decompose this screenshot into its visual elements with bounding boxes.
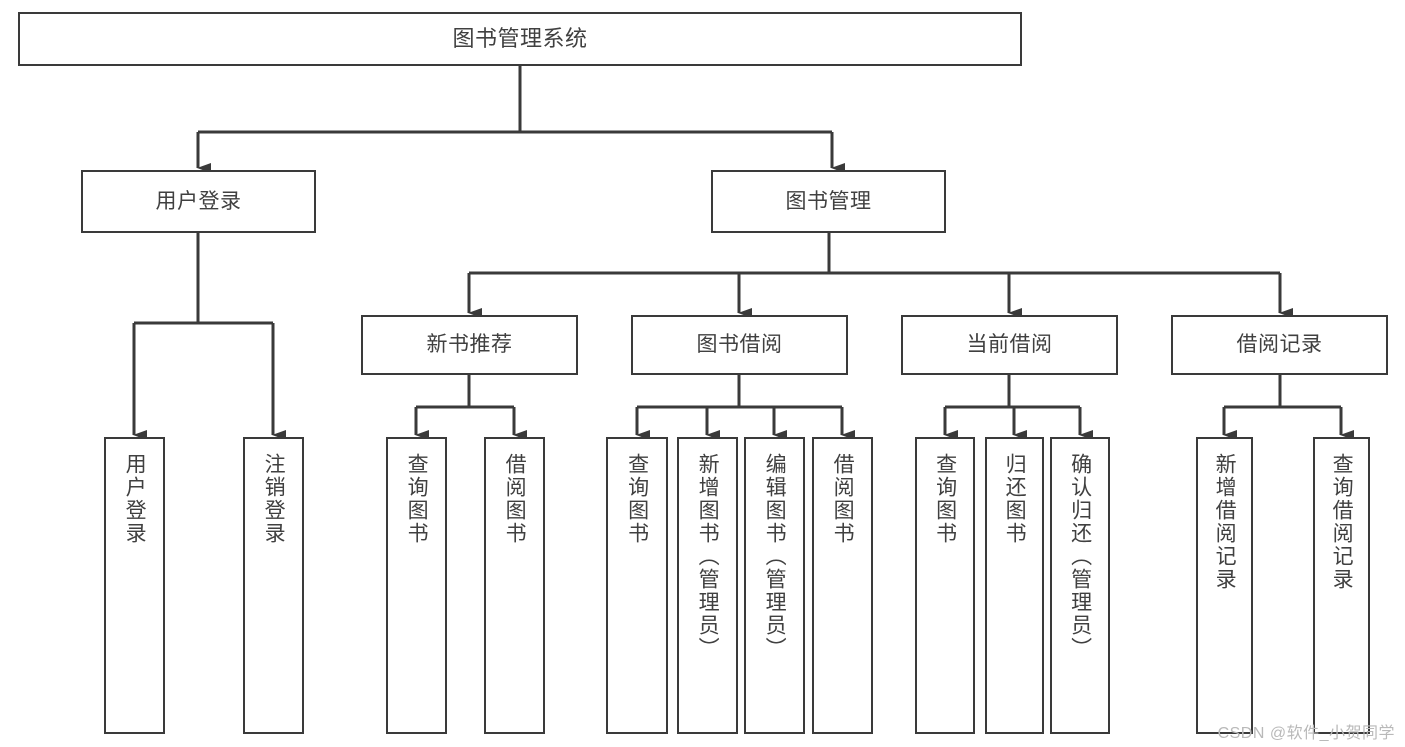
leaf-label: 借阅图书 <box>831 453 855 545</box>
leaf-borrow-book-recommend[interactable]: 借阅图书 <box>484 437 545 734</box>
leaf-query-book-current[interactable]: 查询图书 <box>915 437 975 734</box>
node-new-book-recommend[interactable]: 新书推荐 <box>361 315 578 375</box>
node-book-management[interactable]: 图书管理 <box>711 170 946 233</box>
leaf-confirm-return-admin[interactable]: 确认归还（管理员） <box>1050 437 1110 734</box>
leaf-label: 确认归还（管理员） <box>1068 453 1092 660</box>
leaf-label: 注销登录 <box>262 453 286 545</box>
leaf-label: 用户登录 <box>123 453 147 545</box>
leaf-return-book[interactable]: 归还图书 <box>985 437 1044 734</box>
leaf-label: 归还图书 <box>1003 453 1027 545</box>
node-book-borrow[interactable]: 图书借阅 <box>631 315 848 375</box>
leaf-label: 编辑图书（管理员） <box>763 453 787 660</box>
leaf-borrow-book[interactable]: 借阅图书 <box>812 437 873 734</box>
leaf-add-book-admin[interactable]: 新增图书（管理员） <box>677 437 738 734</box>
watermark: CSDN @软件_小贺同学 <box>1217 725 1395 742</box>
leaf-query-book-recommend[interactable]: 查询图书 <box>386 437 447 734</box>
leaf-user-login[interactable]: 用户登录 <box>104 437 165 734</box>
leaf-query-book-borrow[interactable]: 查询图书 <box>606 437 668 734</box>
node-root[interactable]: 图书管理系统 <box>18 12 1022 66</box>
node-user-login[interactable]: 用户登录 <box>81 170 316 233</box>
leaf-label: 新增借阅记录 <box>1213 453 1237 591</box>
leaf-label: 新增图书（管理员） <box>696 453 720 660</box>
leaf-logout[interactable]: 注销登录 <box>243 437 304 734</box>
leaf-label: 查询图书 <box>625 453 649 545</box>
leaf-edit-book-admin[interactable]: 编辑图书（管理员） <box>744 437 805 734</box>
leaf-label: 查询借阅记录 <box>1330 453 1354 591</box>
leaf-add-borrow-record[interactable]: 新增借阅记录 <box>1196 437 1253 734</box>
node-current-borrow[interactable]: 当前借阅 <box>901 315 1118 375</box>
leaf-label: 借阅图书 <box>503 453 527 545</box>
leaf-query-borrow-record[interactable]: 查询借阅记录 <box>1313 437 1370 734</box>
leaf-label: 查询图书 <box>405 453 429 545</box>
node-borrow-record[interactable]: 借阅记录 <box>1171 315 1388 375</box>
leaf-label: 查询图书 <box>933 453 957 545</box>
